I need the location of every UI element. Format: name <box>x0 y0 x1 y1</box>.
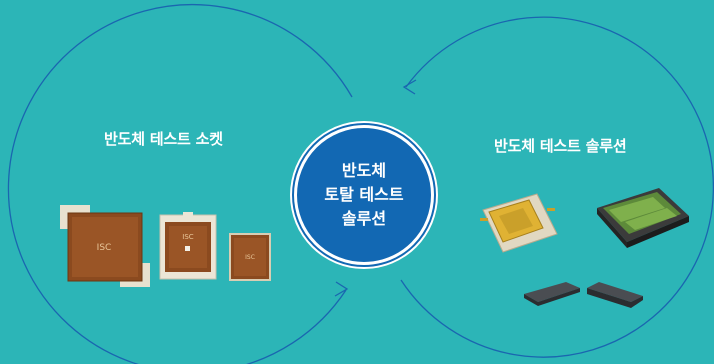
solution-probe-left <box>524 282 580 306</box>
solution-test-board <box>597 188 689 248</box>
left-ring <box>7 4 353 364</box>
socket-product-small: ISC <box>229 233 271 281</box>
center-line-1: 반도체 <box>341 161 387 180</box>
socket-logo-2: ISC <box>182 233 194 241</box>
center-circle: 반도체 토탈 테스트 솔루션 <box>290 121 438 269</box>
right-ring <box>400 16 714 358</box>
solution-socket-yellow <box>480 193 558 253</box>
socket-logo: ISC <box>97 243 112 253</box>
solution-probe-right <box>587 282 643 308</box>
center-line-3: 솔루션 <box>341 209 387 228</box>
right-ring-arrow <box>402 79 417 95</box>
center-line-2: 토탈 테스트 <box>324 185 404 204</box>
socket-logo-3: ISC <box>245 254 255 261</box>
center-title: 반도체 토탈 테스트 솔루션 <box>292 123 436 267</box>
left-ring-arrow <box>334 281 349 297</box>
test-solution-label: 반도체 테스트 솔루션 <box>494 137 627 155</box>
socket-product-large: ISC <box>60 205 150 287</box>
socket-product-frame: ISC <box>159 212 217 280</box>
test-socket-label: 반도체 테스트 소켓 <box>104 130 223 148</box>
